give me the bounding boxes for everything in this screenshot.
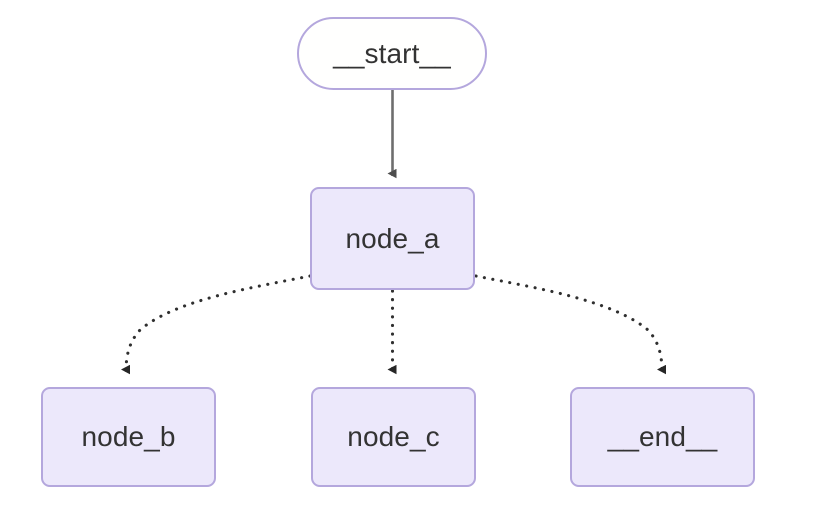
node-end[interactable]: __end__ xyxy=(570,387,755,487)
node-node-c[interactable]: node_c xyxy=(311,387,476,487)
node-node-a-label: node_a xyxy=(345,222,440,254)
node-node-b-label: node_b xyxy=(81,421,176,452)
node-node-c-label: node_c xyxy=(347,421,440,452)
node-end-label: __end__ xyxy=(607,421,718,452)
edge-node-a-to-node-b xyxy=(121,274,312,375)
node-node-b[interactable]: node_b xyxy=(41,387,216,487)
node-start-label: __start__ xyxy=(333,37,451,69)
edge-node-a-to-end xyxy=(474,274,667,375)
node-node-a[interactable]: node_a xyxy=(310,187,475,290)
node-start[interactable]: __start__ xyxy=(297,17,487,90)
